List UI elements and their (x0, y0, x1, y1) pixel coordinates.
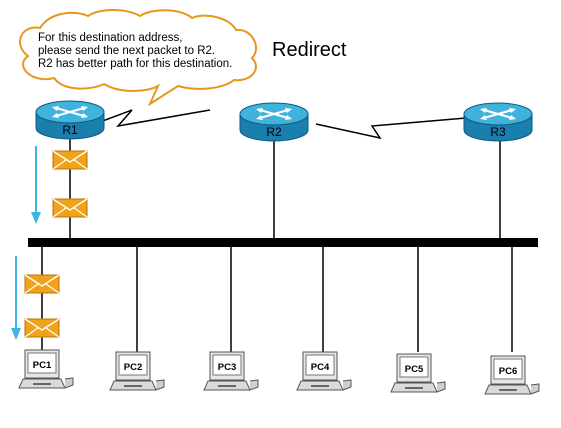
pc-6: PC6 (484, 355, 540, 395)
bubble-line-2: please send the next packet to R2. (38, 45, 215, 57)
flow-arrow-upper (31, 146, 41, 224)
pc-6-label: PC6 (499, 366, 517, 377)
bubble-line-1: For this destination address, (38, 32, 182, 44)
envelope-icon (52, 150, 88, 170)
packet-3 (24, 274, 60, 294)
speech-bubble (19, 9, 257, 107)
router-r1: R1 (34, 99, 106, 141)
link-r2-r3 (315, 117, 467, 140)
envelope-icon (52, 198, 88, 218)
router-r2-label: R2 (266, 125, 282, 139)
pc-5: PC5 (390, 353, 446, 393)
pc-2: PC2 (109, 351, 165, 391)
pc-2-label: PC2 (124, 362, 142, 373)
packet-2 (52, 198, 88, 218)
pc-3: PC3 (203, 351, 259, 391)
pc-1: PC1 (18, 349, 74, 389)
pc-1-label: PC1 (33, 360, 52, 371)
lan-bus (28, 238, 538, 247)
router-r3-label: R3 (490, 125, 506, 139)
router-r3: R3 (462, 101, 534, 143)
pc-4-label: PC4 (311, 362, 330, 373)
router-r2: R2 (238, 101, 310, 143)
envelope-icon (24, 318, 60, 338)
bubble-line-3: R2 has better path for this destination. (38, 58, 232, 70)
link-r1-r2 (99, 109, 211, 128)
envelope-icon (24, 274, 60, 294)
packet-4 (24, 318, 60, 338)
flow-arrow-lower (11, 256, 21, 340)
packet-1 (52, 150, 88, 170)
pc-5-label: PC5 (405, 364, 424, 375)
router-r1-label: R1 (62, 123, 78, 137)
diagram-title: Redirect (272, 39, 347, 61)
pc-3-label: PC3 (218, 362, 236, 373)
pc-4: PC4 (296, 351, 352, 391)
